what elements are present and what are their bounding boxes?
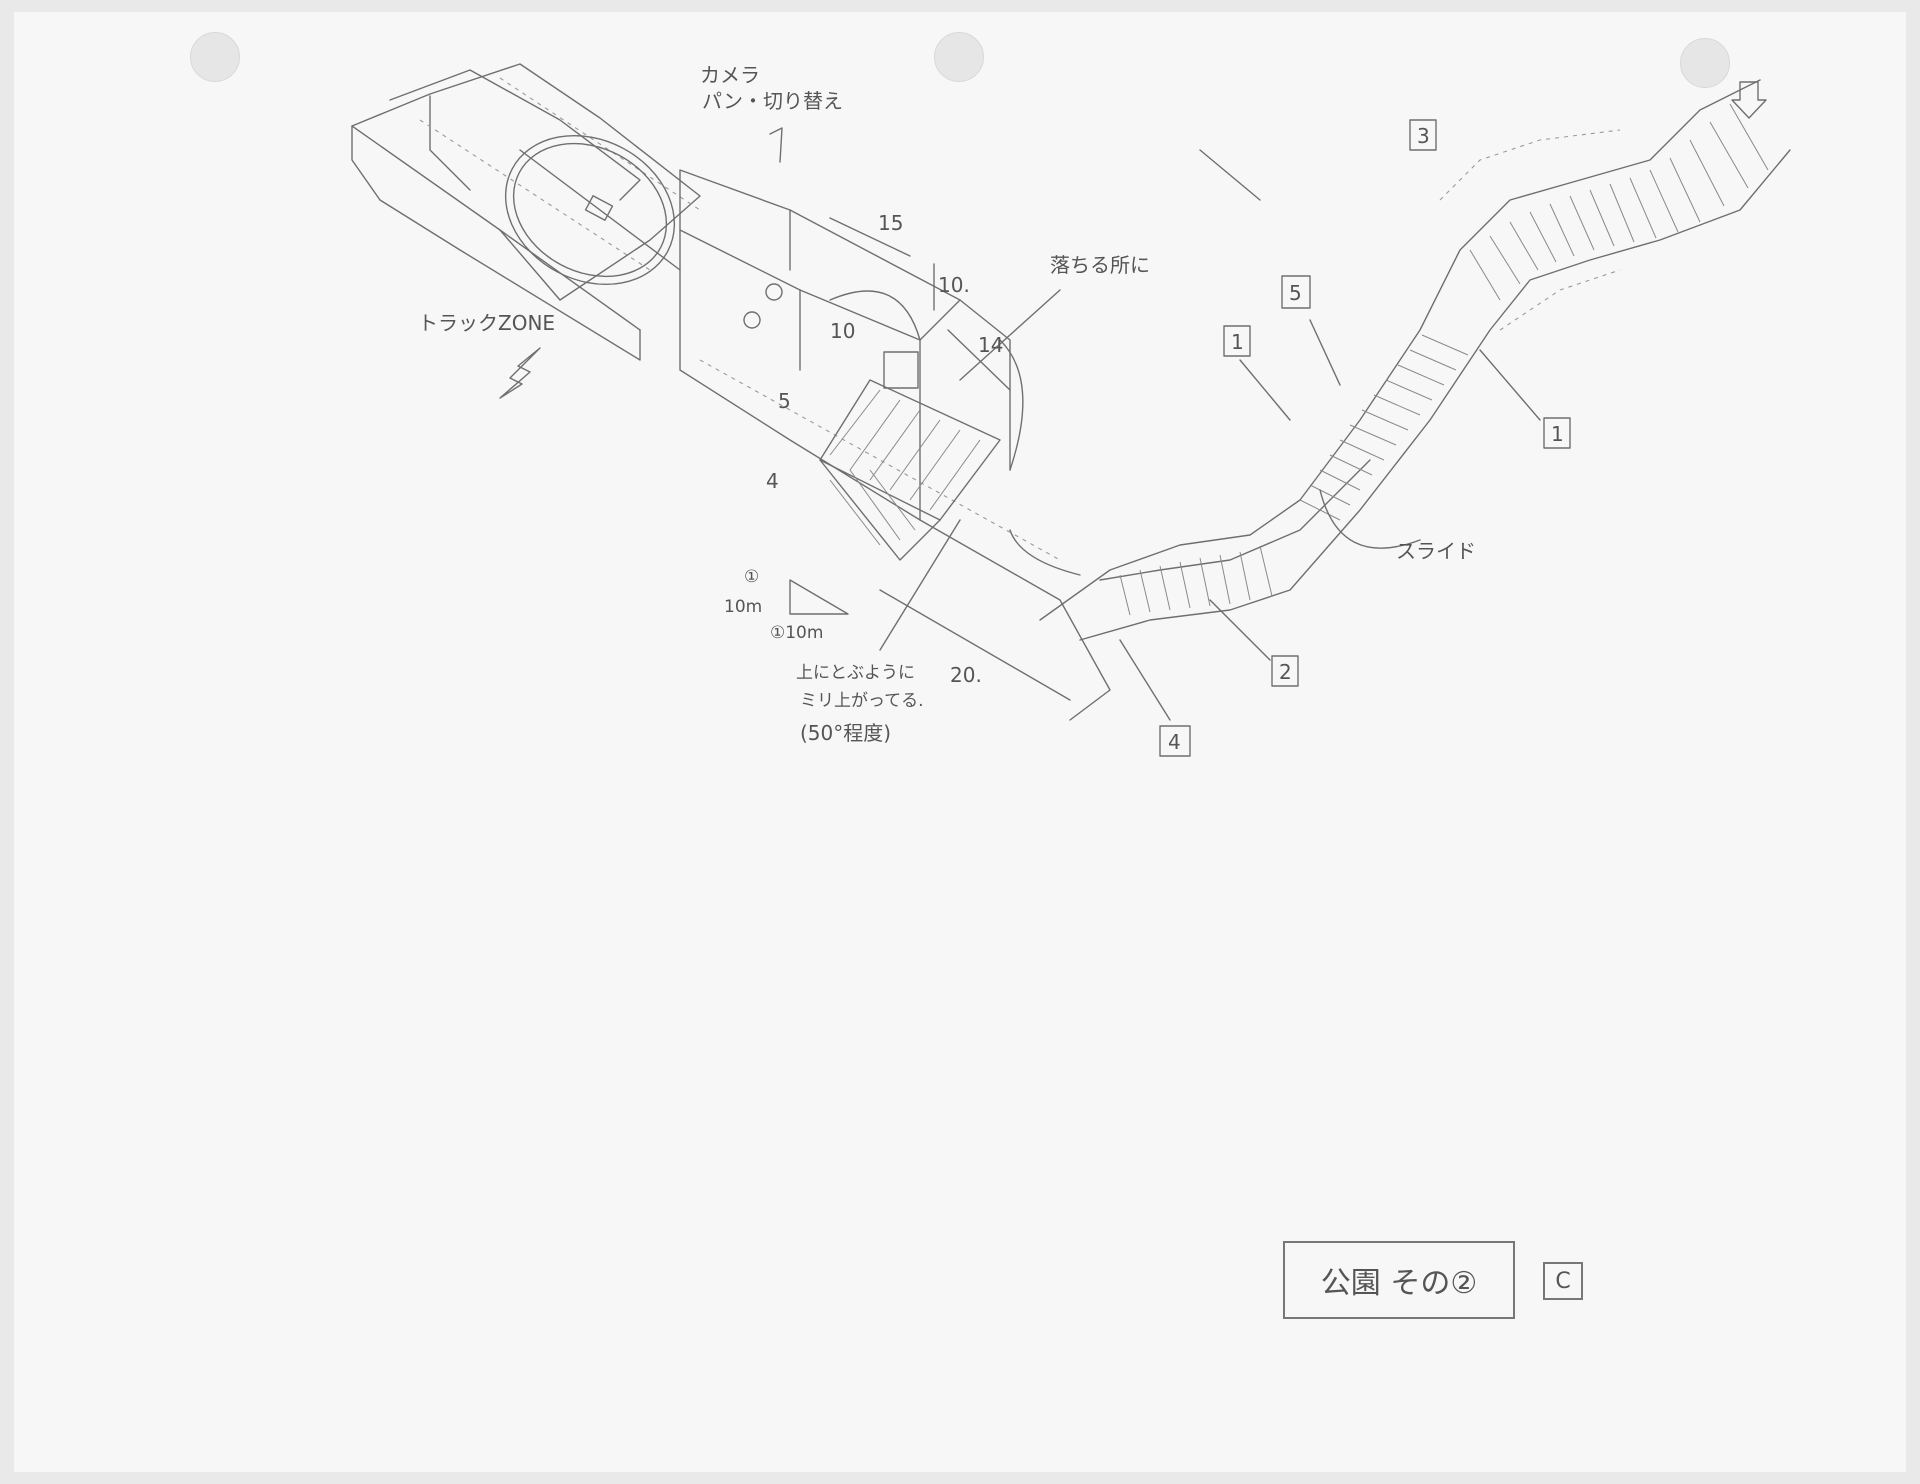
triangle-left-label: 10m [724,597,762,617]
paper-sheet [14,12,1906,1472]
ring-loop-inner [512,142,668,278]
slope-note-3: (50°程度) [800,721,891,745]
punch-hole-center [934,32,984,82]
dim-15-label: 15 [878,211,903,235]
winding-track [1039,79,1791,641]
title-box: 公園 その② [1283,1241,1515,1319]
dim-20-line [879,589,1071,701]
slope-note-2: ミリ上がってる. [800,691,924,711]
track-zone-arrow [499,347,541,399]
slope-leader [879,519,961,651]
leader-1b [1479,349,1541,421]
dim-15-line [829,217,911,257]
box-5 [1281,275,1311,309]
dim-20-label: 20. [950,663,982,687]
leader-3 [1199,149,1261,201]
box-1b-label: 1 [1551,422,1564,446]
box-3 [1409,119,1437,151]
punch-hole-left [190,32,240,82]
slope-triangle [789,579,849,615]
box-5-label: 5 [1289,281,1302,305]
track-zone-label: トラックZONE [418,311,555,335]
triangle-bottom-label: ①10m [770,623,823,643]
entry-corridor [351,63,701,361]
ring-axis [519,149,681,271]
jump-curve [1009,529,1081,576]
leader-1a [1239,359,1291,421]
entry-arrow [1731,81,1767,119]
camera-switch-label: パン・切り替え [702,89,843,113]
dim-14-line [947,329,1011,391]
ring-loop [504,134,676,286]
box-1a-label: 1 [1231,330,1244,354]
dim-10b-label: 10 [830,319,855,343]
box-4 [1159,725,1191,757]
fall-note: 落ちる所に [1050,253,1150,277]
fall-leader [959,289,1061,381]
slope-note-1: 上にとぶように [796,663,915,683]
camera-label: カメラ [700,63,760,87]
punch-hole-right [1680,38,1730,88]
leader-2 [1209,599,1271,661]
box-3-label: 3 [1417,124,1430,148]
box-4-label: 4 [1168,730,1181,754]
leader-4 [1119,639,1171,721]
box-2-label: 2 [1279,660,1292,684]
triangle-top-label: ① [744,567,759,587]
arc-right [999,339,1024,471]
dim-14-label: 14 [978,333,1003,357]
fall-arc [829,290,921,341]
hatched-ramp [819,351,1001,561]
dim-10a-label: 10. [938,273,970,297]
dim-5-label: 5 [778,389,791,413]
track-hatching [1119,103,1769,616]
leader-5 [1309,319,1341,386]
slide-leader [1319,489,1421,549]
cut-box: C [1543,1262,1583,1300]
slide-label: スライド [1396,539,1476,563]
camera-arrow [769,127,783,163]
box-1a [1223,325,1251,357]
box-1b [1543,417,1571,449]
box-2 [1271,655,1299,687]
dim-4-label: 4 [766,469,779,493]
